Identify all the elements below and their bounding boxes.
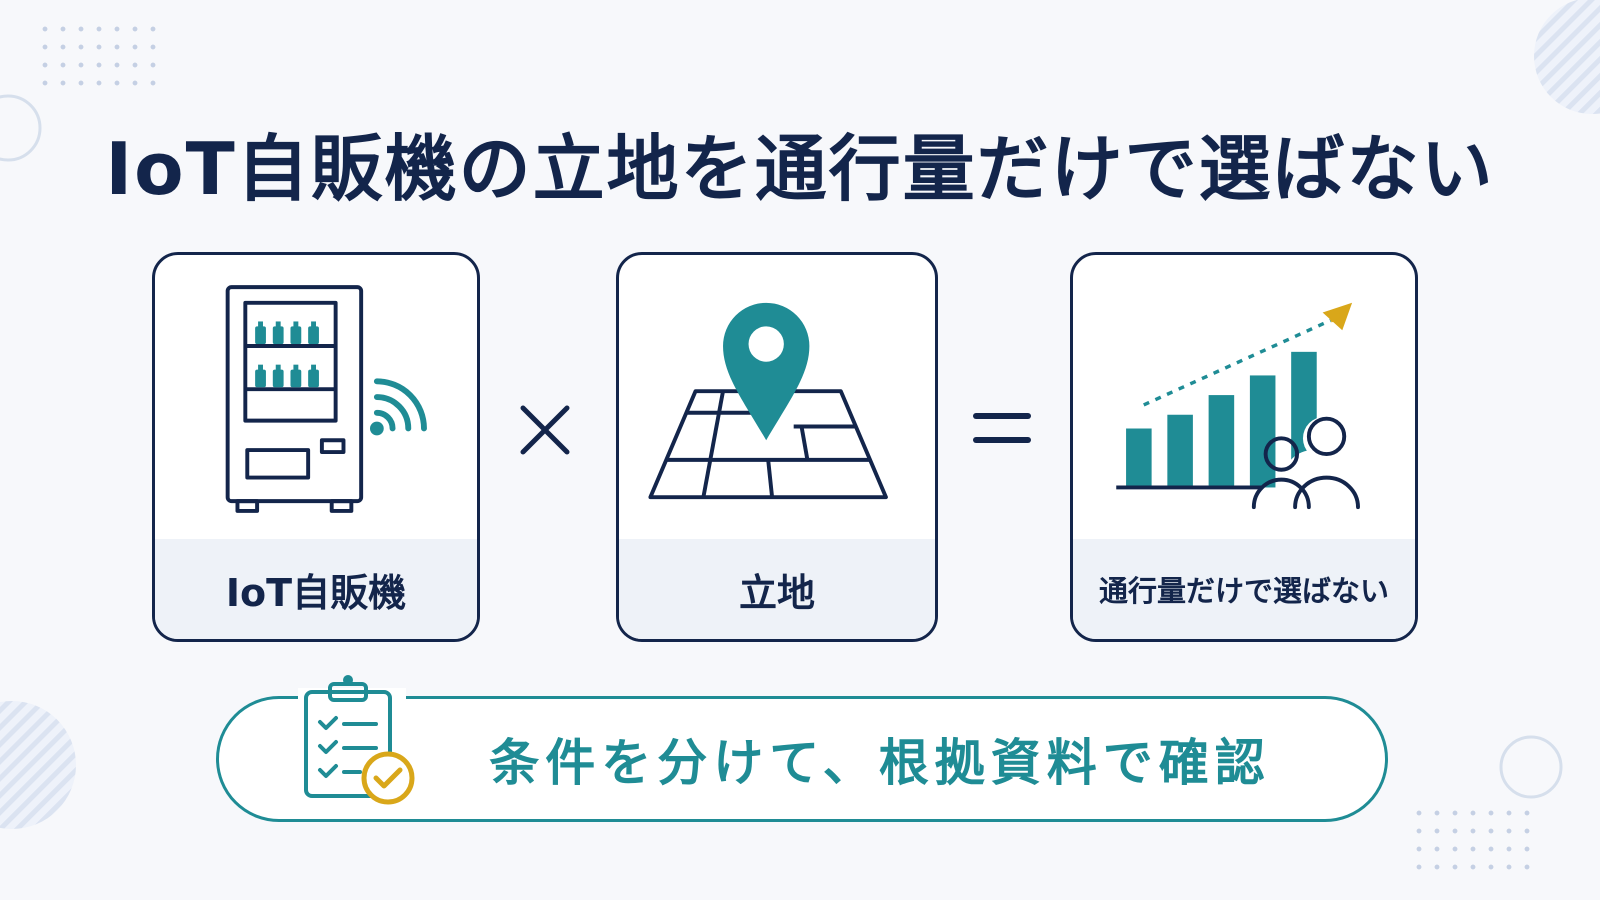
equals-icon xyxy=(973,413,1031,443)
page-title: IoT自販機の立地を通行量だけで選ばない xyxy=(105,127,1495,211)
card-label-location: 立地 xyxy=(619,539,935,639)
card-iot-vending-machine: IoT自販機 xyxy=(152,252,480,642)
bar-chart-people-icon xyxy=(1116,302,1360,510)
dot-grid-top-left xyxy=(36,20,162,94)
banner-text: 条件を分けて、根拠資料で確認 xyxy=(489,734,1271,792)
circle-decor-left xyxy=(0,94,42,162)
card-not-only-traffic: 通行量だけで選ばない xyxy=(1070,252,1418,642)
vending-machine-wifi-icon xyxy=(225,285,427,513)
card-label-traffic: 通行量だけで選ばない xyxy=(1073,539,1415,639)
clipboard-checklist-icon xyxy=(298,675,415,806)
card-label-vending: IoT自販機 xyxy=(155,539,477,639)
circle-decor-right xyxy=(1499,735,1563,799)
dot-grid-bottom-right xyxy=(1410,804,1536,876)
striped-circle-bottom-left xyxy=(0,701,76,829)
conclusion-banner xyxy=(216,696,1388,822)
striped-circle-top-right xyxy=(1534,0,1600,114)
map-pin-icon xyxy=(648,302,888,500)
multiply-icon xyxy=(520,405,570,455)
card-location: 立地 xyxy=(616,252,938,642)
